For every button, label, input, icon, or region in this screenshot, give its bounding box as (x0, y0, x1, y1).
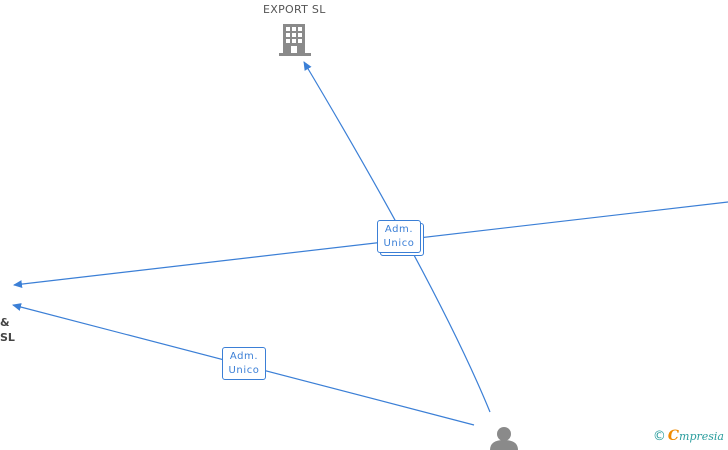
edge-role-line1: Adm. (229, 351, 259, 362)
edge-role-line1: Adm. (384, 224, 414, 235)
brand-watermark: ©Cmpresia (653, 428, 724, 444)
left-company-label[interactable]: & SL (0, 315, 15, 345)
edge-role-line2: Unico (383, 238, 415, 249)
brand-logo-e: C (667, 428, 680, 444)
edge-role-line2: Unico (228, 365, 260, 376)
export-company-label[interactable]: EXPORT SL (263, 3, 326, 16)
building-icon[interactable] (279, 24, 311, 56)
edge-role-badge[interactable]: Adm. Unico (222, 347, 266, 380)
left-company-label-line1: & (0, 316, 10, 329)
copyright-symbol: © (652, 429, 666, 444)
person-icon[interactable] (490, 427, 518, 450)
brand-logo-text: mpresia (679, 430, 724, 443)
edge-person-to-export (303, 61, 491, 413)
edge-role-badge[interactable]: Adm. Unico (377, 220, 421, 253)
edge-right-to-left-company (13, 201, 728, 289)
left-company-label-line2: SL (0, 331, 15, 344)
